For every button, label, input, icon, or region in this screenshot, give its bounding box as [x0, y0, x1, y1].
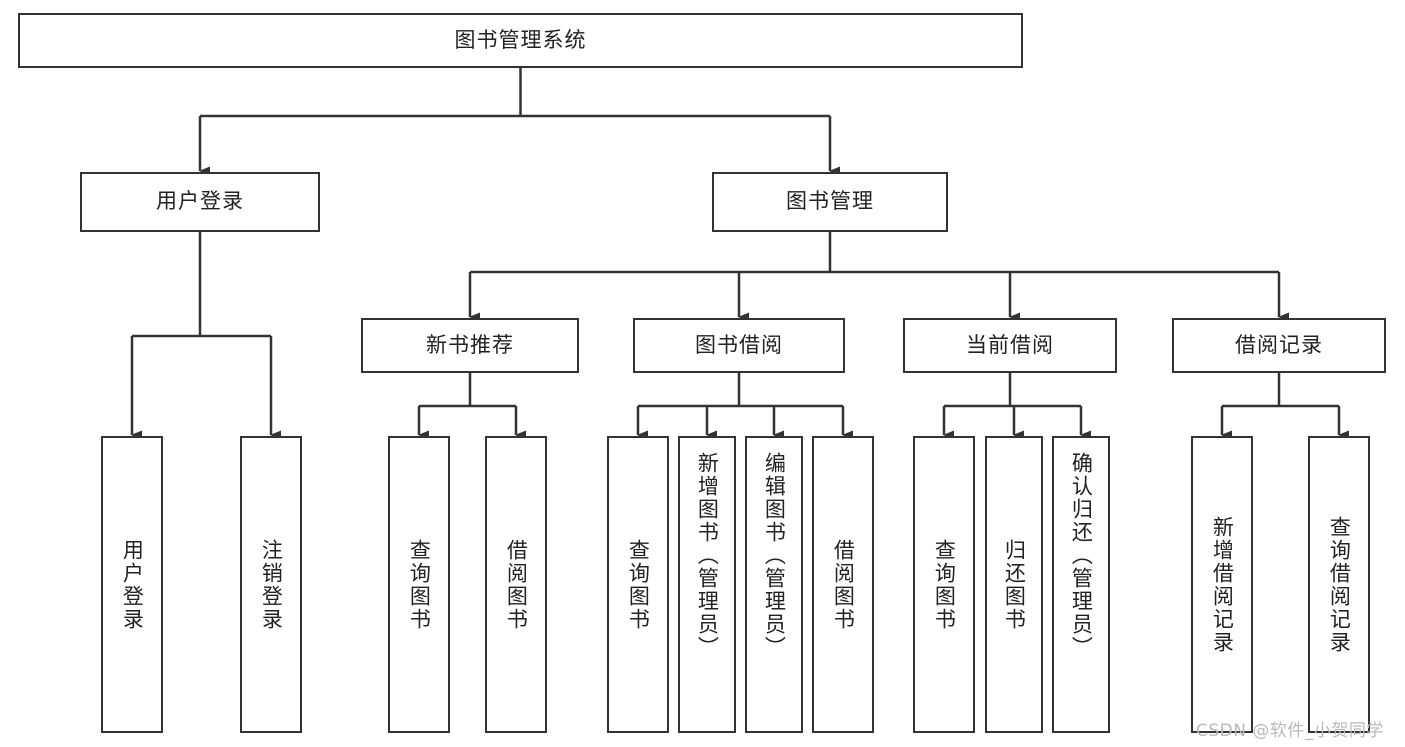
node-current-borrow[interactable]: 当前借阅 [903, 318, 1117, 373]
node-leaf-borrow-book-rec[interactable]: 借阅图书 [485, 436, 547, 733]
node-leaf-query-record[interactable]: 查询借阅记录 [1308, 436, 1370, 733]
node-label: 图书管理 [786, 189, 874, 214]
node-label: 查询借阅记录 [1327, 515, 1352, 654]
node-leaf-query-book-cur[interactable]: 查询图书 [913, 436, 975, 733]
node-borrow-record[interactable]: 借阅记录 [1172, 318, 1386, 373]
node-label: 当前借阅 [966, 332, 1054, 357]
node-leaf-borrow-book[interactable]: 借阅图书 [812, 436, 874, 733]
node-book-borrow[interactable]: 图书借阅 [633, 318, 845, 373]
node-leaf-return-book[interactable]: 归还图书 [985, 436, 1043, 733]
node-label: 新增图书（管理员） [695, 452, 720, 659]
node-user-login[interactable]: 用户登录 [80, 172, 320, 232]
node-label: 查询图书 [626, 538, 651, 631]
node-leaf-query-book-rec[interactable]: 查询图书 [388, 436, 450, 733]
node-label: 借阅图书 [831, 538, 856, 631]
node-label: 借阅图书 [504, 538, 529, 631]
node-label: 查询图书 [932, 538, 957, 631]
watermark-text: CSDN @软件_小贺同学 [1196, 721, 1384, 741]
node-label: 用户登录 [120, 538, 145, 631]
node-leaf-user-login[interactable]: 用户登录 [101, 436, 163, 733]
node-label: 图书管理系统 [454, 27, 587, 52]
connector-lines [130, 68, 1349, 440]
node-label: 用户登录 [156, 189, 244, 214]
node-label: 新增借阅记录 [1210, 515, 1235, 654]
node-label: 编辑图书（管理员） [762, 452, 787, 659]
node-label: 新书推荐 [426, 332, 514, 357]
node-book-manage[interactable]: 图书管理 [712, 172, 948, 232]
node-label: 查询图书 [407, 538, 432, 631]
node-leaf-add-record[interactable]: 新增借阅记录 [1191, 436, 1253, 733]
node-leaf-edit-book[interactable]: 编辑图书（管理员） [745, 436, 803, 733]
node-leaf-logout[interactable]: 注销登录 [240, 436, 302, 733]
node-root[interactable]: 图书管理系统 [18, 13, 1023, 68]
node-leaf-confirm-return[interactable]: 确认归还（管理员） [1052, 436, 1110, 733]
node-label: 借阅记录 [1235, 332, 1323, 357]
node-leaf-add-book[interactable]: 新增图书（管理员） [678, 436, 736, 733]
node-label: 归还图书 [1002, 538, 1027, 631]
node-leaf-query-book[interactable]: 查询图书 [607, 436, 669, 733]
node-label: 确认归还（管理员） [1069, 452, 1094, 659]
node-new-book-rec[interactable]: 新书推荐 [361, 318, 579, 373]
node-label: 图书借阅 [695, 332, 783, 357]
node-label: 注销登录 [259, 538, 284, 631]
